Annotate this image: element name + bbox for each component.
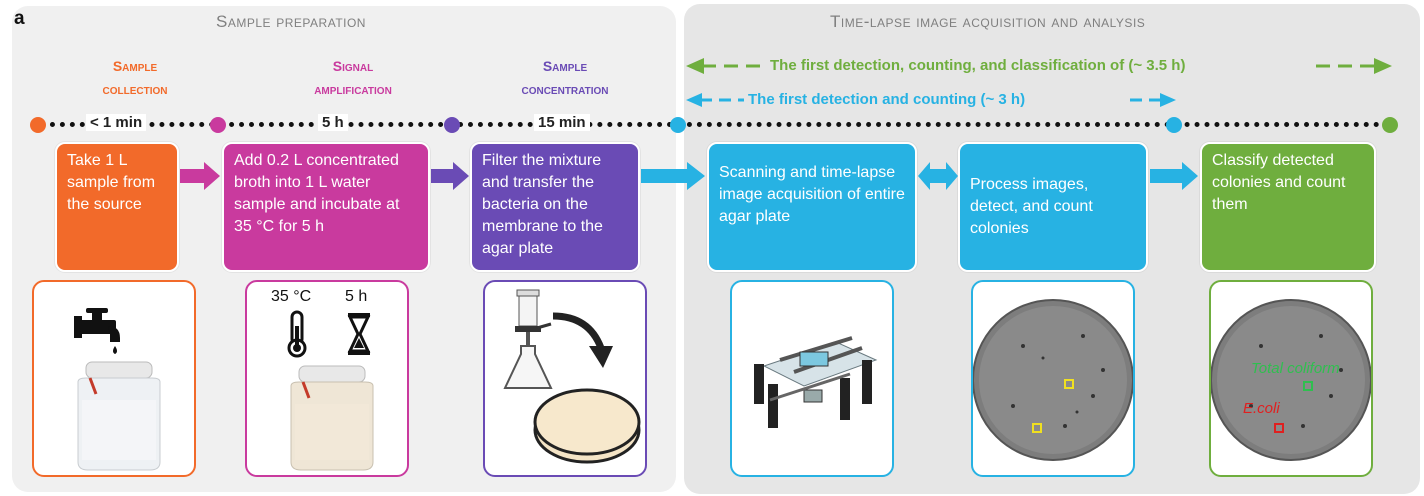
time-collection: < 1 min [86,114,147,131]
timeline-line [40,122,1390,127]
step-sample-collection: Take 1 L sample from the source [55,142,179,272]
water-tap-icon [74,308,120,354]
ecoli-label: E.coli [1243,400,1280,417]
panel-letter: a [14,8,25,29]
arrow-acquisition-process-bidirectional [918,162,958,190]
node-amplification [210,117,226,133]
agar-plate-classified-image [1211,299,1371,461]
card-signal-amplification: 35 °C 5 h [245,280,409,477]
acquisition-title: Time-lapse image acquisition and analysi… [830,12,1146,31]
card-image-acquisition [730,280,894,477]
incubated-jar-image [290,365,374,471]
scanner-machine-image [746,322,882,432]
stage-line-1: Signal [332,58,374,74]
time-label: 5 h [345,288,368,305]
thermometer-icon [287,310,307,358]
time-concentration: 15 min [534,114,590,131]
green-dashed-arrow [686,58,1392,74]
arrow-concentration-to-acquisition [641,162,705,190]
total-coliform-label: Total coliform [1251,360,1340,377]
step-sample-concentration: Filter the mixture and transfer the bact… [470,142,640,272]
stage-line-1: Sample [542,58,588,74]
step-signal-amplification: Add 0.2 L concentrated broth into 1 L wa… [222,142,430,272]
card-sample-concentration [483,280,647,477]
agar-plate-icon [533,388,641,464]
time-amplification: 5 h [318,114,348,131]
node-collection [30,117,46,133]
node-acquisition-start [670,117,686,133]
card-process-count [971,280,1135,477]
card-sample-collection [32,280,196,477]
arrow-process-to-classify [1150,162,1198,190]
stage-line-2: concentration [521,81,609,97]
arrow-amplification-to-concentration [431,162,469,190]
arrow-collection-to-amplification [180,162,220,190]
node-counting-done [1166,117,1182,133]
card-classify: Total coliform E.coli [1209,280,1373,477]
step-image-acquisition: Scanning and time-lapse image acquisitio… [707,142,917,272]
stage-sample-collection: Sample collection [70,55,200,101]
blue-dashed-arrow [686,93,1176,107]
stage-line-1: Sample [112,58,158,74]
agar-plate-detection-image [973,299,1133,461]
step-process-count: Process images, detect, and count coloni… [958,142,1148,272]
stage-signal-amplification: Signal amplification [278,55,428,101]
temperature-label: 35 °C [271,288,312,305]
curved-arrow-icon [552,312,613,368]
stage-line-2: collection [102,81,168,97]
hourglass-icon [347,313,371,355]
node-concentration [444,117,460,133]
step-classify: Classify detected colonies and count the… [1200,142,1376,272]
filter-flask-icon [503,289,553,389]
stage-line-2: amplification [314,81,392,97]
green-timeline-label: The first detection, counting, and class… [770,57,1186,74]
sample-preparation-title: Sample preparation [216,12,366,31]
stage-sample-concentration: Sample concentration [490,55,640,101]
node-classification-done [1382,117,1398,133]
sample-jar-image [77,361,161,471]
blue-timeline-label: The first detection and counting (~ 3 h) [748,91,1026,108]
